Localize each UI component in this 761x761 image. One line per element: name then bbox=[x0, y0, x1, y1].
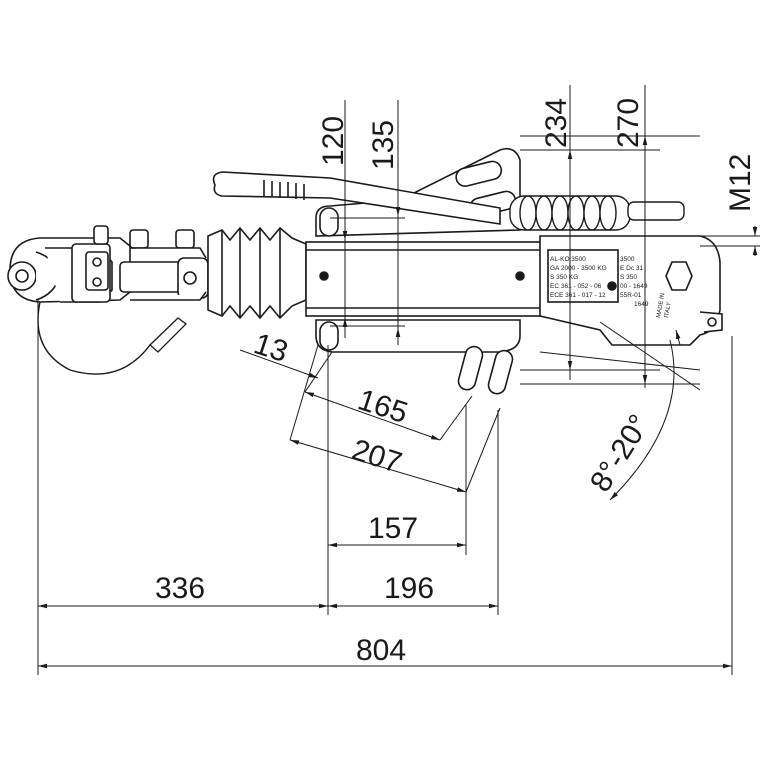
dim-270: 270 bbox=[612, 98, 645, 148]
nameplate-line-1-right: 3500 bbox=[620, 256, 635, 263]
nameplate-line-2-right: E Dc 31 bbox=[620, 265, 644, 272]
dimension-lines bbox=[37, 85, 760, 675]
dim-234: 234 bbox=[540, 98, 573, 148]
coupling-head bbox=[7, 225, 209, 303]
nameplate-line-2-left: GA 2000 - 3500 KG bbox=[550, 265, 607, 272]
nameplate-line-5-left: ECE 361 - 017 - 12 bbox=[550, 292, 606, 299]
dim-804: 804 bbox=[356, 634, 406, 667]
handbrake-lever bbox=[212, 171, 501, 225]
made-in-label: MADE IN ITALY bbox=[656, 293, 673, 319]
dim-120: 120 bbox=[317, 116, 350, 166]
nameplate-line-4-right: 00 - 1649 bbox=[620, 283, 648, 290]
mounting-flange bbox=[315, 147, 521, 395]
dim-157: 157 bbox=[368, 512, 418, 545]
made-in-line-1: MADE IN bbox=[656, 293, 666, 319]
dim-165: 165 bbox=[354, 383, 412, 430]
dim-m12: M12 bbox=[724, 154, 757, 212]
drawbar-tube bbox=[305, 241, 547, 317]
nameplate-line-6-right: 1649 bbox=[634, 301, 649, 308]
dim-336: 336 bbox=[155, 572, 205, 605]
bellows-boot bbox=[207, 226, 307, 320]
nameplate-line-3-right: S 350 bbox=[620, 274, 637, 281]
nameplate-line-1-left: AL-KO 3500 bbox=[550, 256, 586, 263]
nameplate-line-5-right: 55R-01 bbox=[620, 292, 642, 299]
dim-196: 196 bbox=[384, 572, 434, 605]
breakaway-cable bbox=[37, 301, 171, 375]
dim-207: 207 bbox=[348, 433, 406, 480]
rear-housing bbox=[539, 235, 723, 346]
nameplate: AL-KO 3500 3500 GA 2000 - 3500 KG E Dc 3… bbox=[550, 256, 649, 308]
dim-135: 135 bbox=[367, 120, 400, 170]
made-in-line-2: ITALY bbox=[664, 302, 673, 319]
dim-angle: 8°-20° bbox=[584, 409, 657, 498]
dim-13: 13 bbox=[250, 327, 292, 369]
nameplate-line-4-left: EC 361 - 052 - 06 bbox=[550, 283, 602, 290]
brake-spring bbox=[509, 195, 685, 231]
nameplate-line-3-left: S 350 KG bbox=[550, 274, 578, 281]
